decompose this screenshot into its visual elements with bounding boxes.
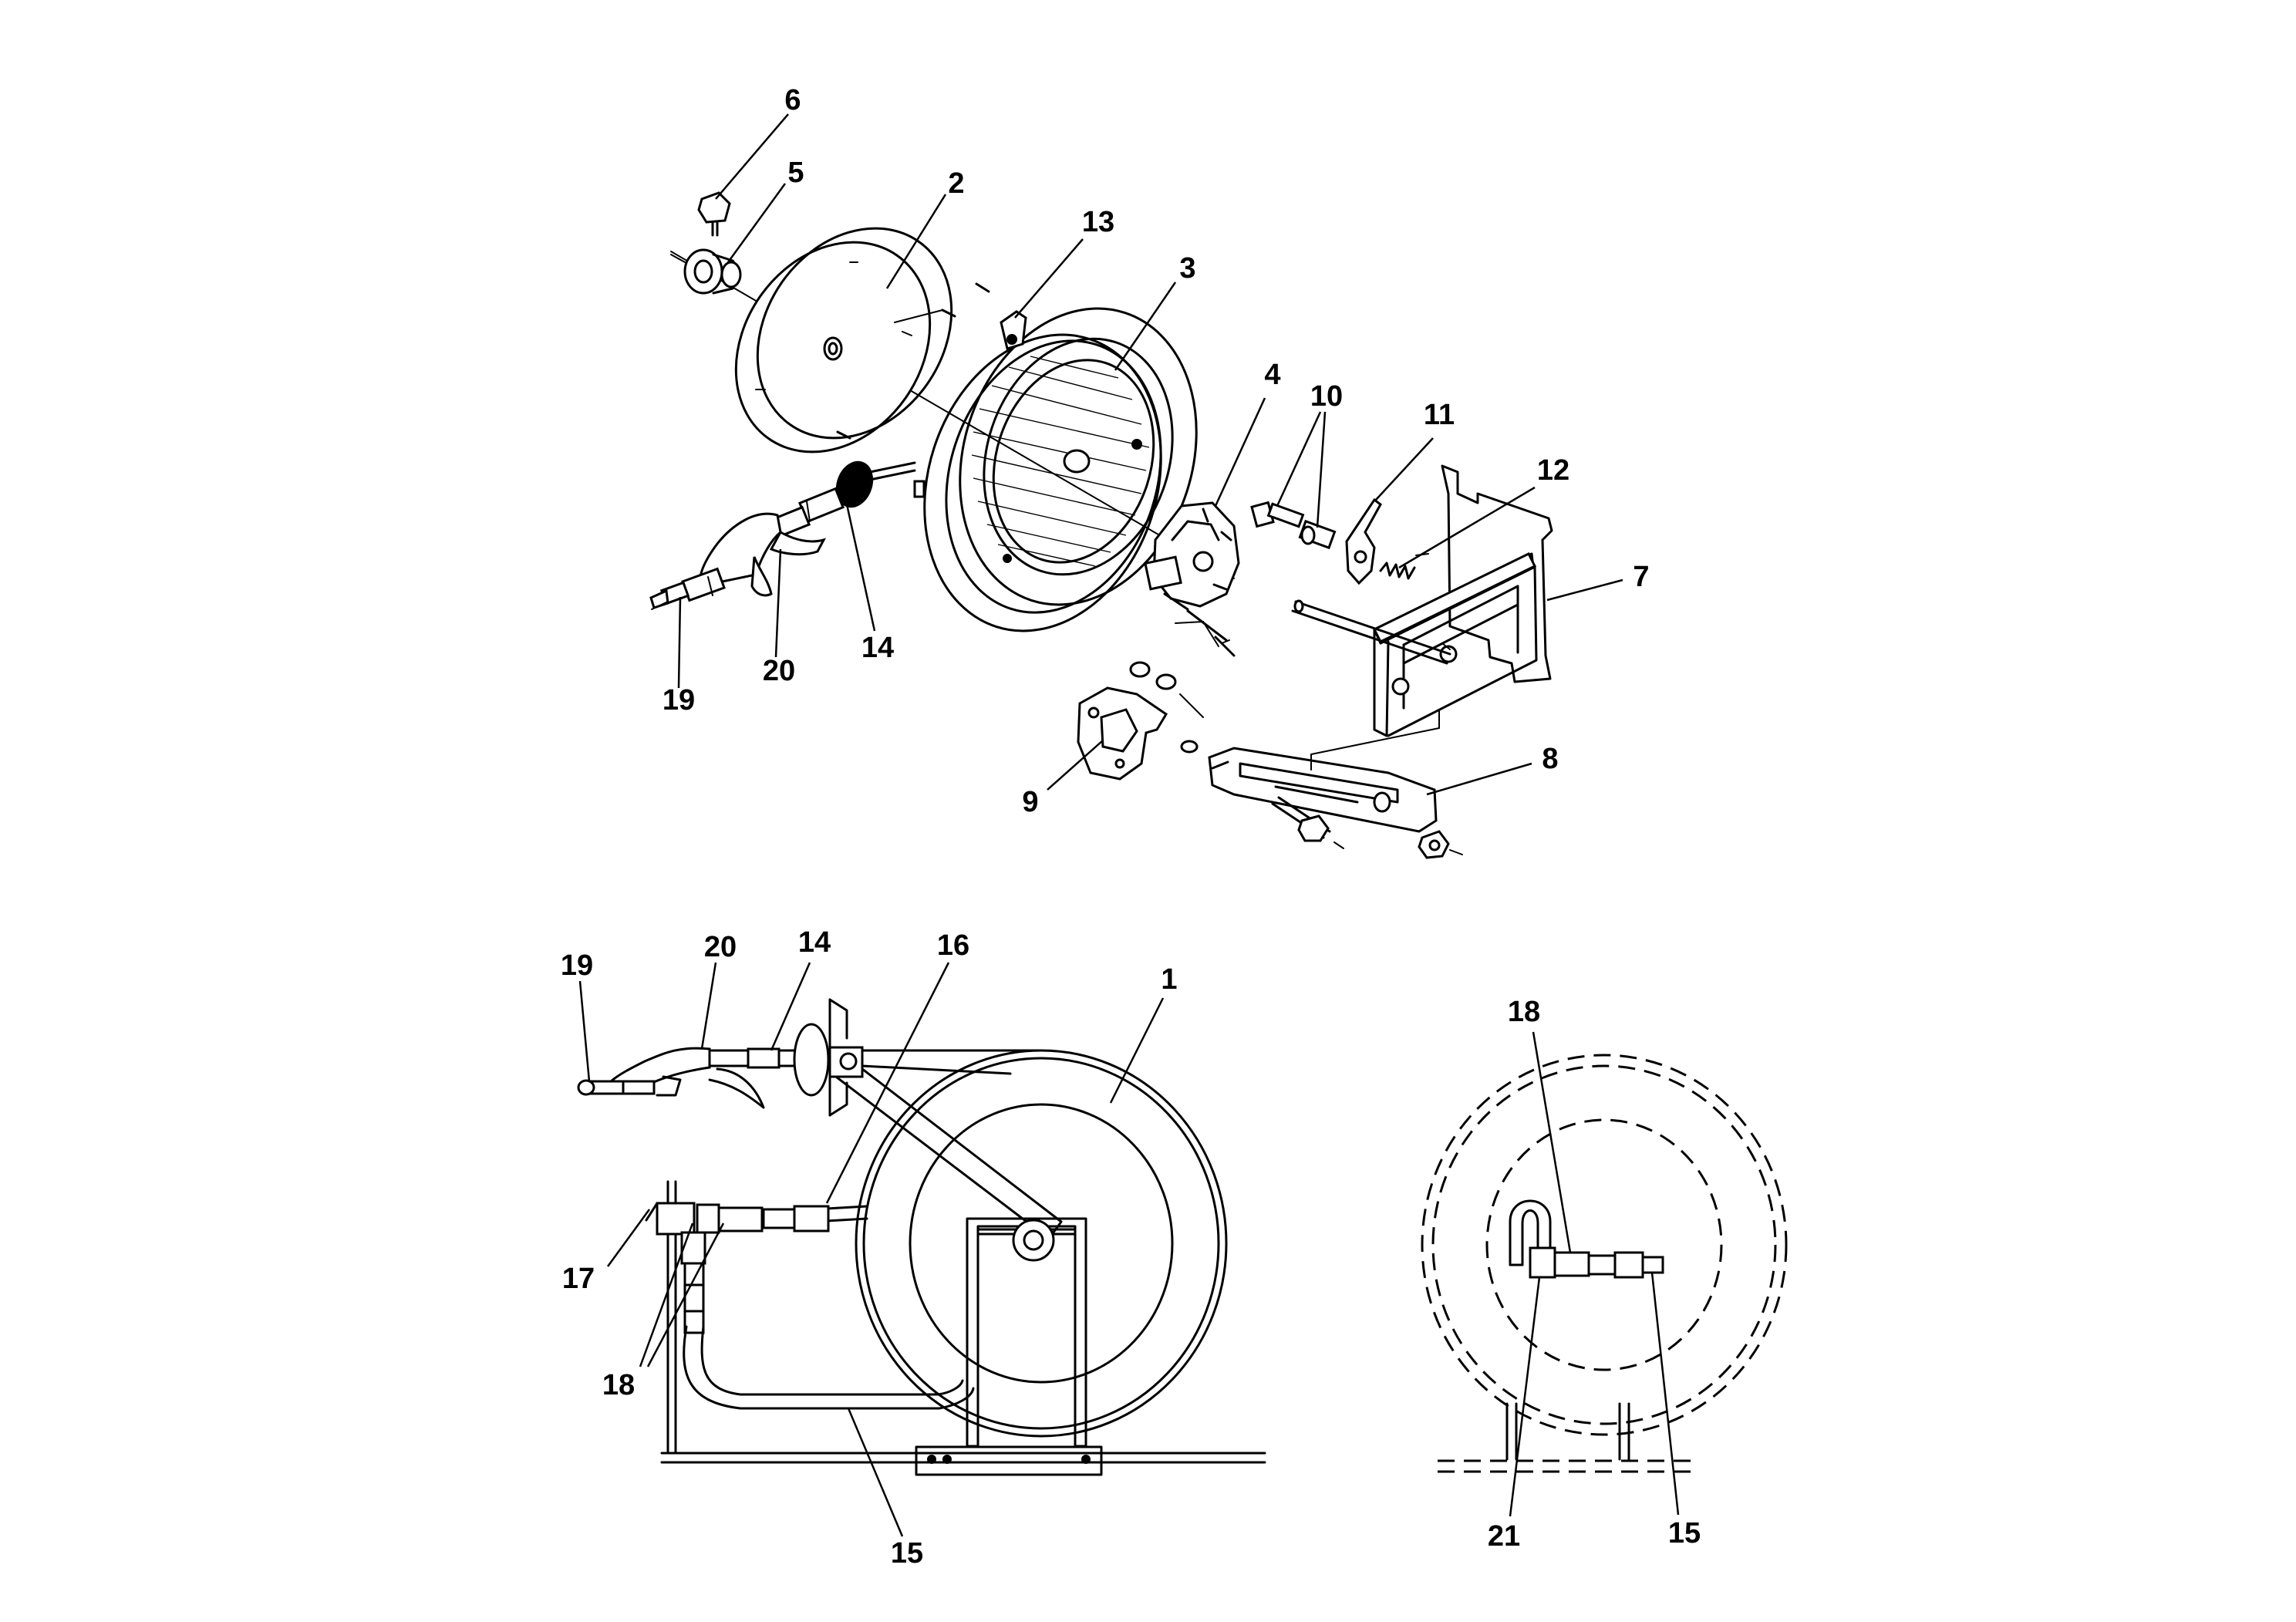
- cover-screws: [836, 282, 990, 440]
- part-8-handle: [1208, 747, 1463, 859]
- callout-6: 6: [784, 84, 801, 116]
- part-4-ratchet-hub: [1144, 501, 1240, 611]
- callout-11: 11: [1424, 399, 1455, 431]
- callout-10: 10: [1310, 380, 1343, 413]
- part-9-lever: [1077, 686, 1168, 781]
- callout-7: 7: [1633, 561, 1649, 593]
- assembly-guide-lines: [1310, 710, 1440, 771]
- part-3-drum: [913, 307, 1198, 632]
- front-view: [1421, 1054, 1788, 1473]
- callout-5: 5: [787, 157, 804, 189]
- callout-20-side: 20: [704, 931, 737, 963]
- callout-labels: 6 5 2 13 3 4 10 11 12 7 8 9 14 20 19 19 …: [561, 84, 1701, 1570]
- callout-8: 8: [1542, 743, 1558, 775]
- washers: [1129, 661, 1204, 754]
- callout-13: 13: [1082, 206, 1114, 238]
- drum-hose-hatching: [971, 356, 1150, 567]
- part-11-pawl: [1345, 497, 1382, 585]
- leader-lines: [578, 113, 1680, 1537]
- callout-18-side: 18: [602, 1369, 635, 1401]
- part-5-swivel: [670, 248, 742, 295]
- callout-14-top: 14: [861, 632, 894, 664]
- part-12-spring: [1379, 553, 1429, 580]
- callout-4: 4: [1264, 359, 1280, 391]
- callout-2: 2: [948, 167, 964, 200]
- callout-17: 17: [562, 1263, 595, 1295]
- exploded-view: [649, 191, 1553, 859]
- part-10-bolt-bushing: [1250, 501, 1337, 550]
- callout-15-side: 15: [891, 1537, 923, 1570]
- main-shaft: [1291, 599, 1451, 665]
- callout-12: 12: [1537, 454, 1569, 487]
- part-20-nozzle-gun: [649, 512, 826, 610]
- callout-18-front: 18: [1508, 996, 1540, 1028]
- hub-pin: [1175, 609, 1236, 657]
- callout-19-top: 19: [663, 684, 695, 717]
- part-2-cover: [734, 227, 953, 454]
- callout-15-front: 15: [1668, 1517, 1701, 1549]
- callout-14-side: 14: [798, 926, 831, 959]
- callout-19-side: 19: [561, 949, 593, 982]
- callout-9: 9: [1022, 786, 1038, 818]
- callout-21: 21: [1488, 1520, 1520, 1553]
- part-6-fitting: [697, 191, 731, 237]
- callout-16: 16: [937, 929, 969, 962]
- callout-3: 3: [1179, 252, 1195, 285]
- callout-1: 1: [1161, 963, 1177, 996]
- side-view: [577, 998, 1266, 1476]
- callout-20-top: 20: [763, 655, 795, 687]
- part-14-hose-end: [773, 460, 916, 538]
- part-7-bracket: [1372, 464, 1553, 737]
